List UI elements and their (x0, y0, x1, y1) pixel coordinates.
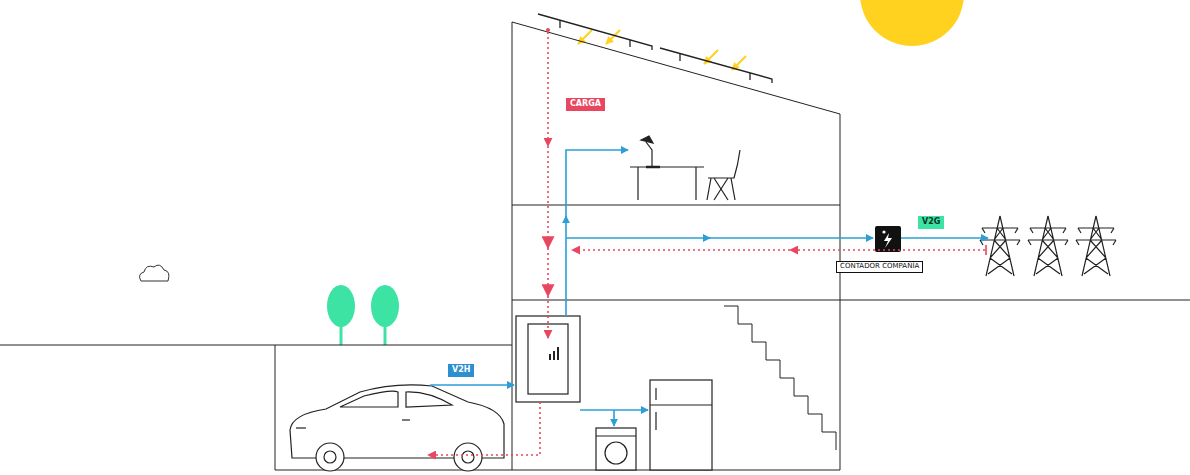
appliance (596, 435, 636, 436)
solar-panel (749, 73, 750, 80)
car (454, 443, 482, 471)
car (324, 451, 336, 463)
ground-line (0, 300, 1190, 345)
solar-panel (538, 14, 772, 83)
appliance (655, 412, 656, 430)
desk-lamp-chair (707, 178, 711, 200)
charger-box (557, 347, 559, 360)
ground-line (840, 300, 1190, 301)
charge-flow (428, 402, 540, 455)
desk-lamp-chair (731, 178, 735, 200)
discharge-flow (430, 384, 514, 386)
charge-flow (428, 28, 985, 455)
desk-lamp-chair (630, 166, 704, 167)
desk-lamp-chair (637, 167, 638, 200)
charge-flow (546, 28, 550, 32)
house-outline (512, 22, 840, 470)
illustration (980, 216, 1020, 276)
charge-flow (547, 296, 549, 338)
ground-line (0, 345, 275, 346)
tree (327, 285, 399, 345)
tag-text: V2G (922, 218, 940, 227)
flow-tag: V2G (918, 216, 944, 229)
discharge-flow (901, 237, 988, 239)
desk-lamp-chair (708, 150, 740, 178)
tag-text: CONTADOR COMPAÑÍA (840, 263, 919, 271)
flow-tag: V2H (448, 364, 474, 377)
discharge-flow (708, 237, 873, 239)
flow-tag: CARGA (566, 98, 605, 111)
charger-box (516, 316, 580, 402)
solar-panel (679, 54, 680, 61)
charge-flow (572, 249, 790, 251)
charge-flow (547, 248, 549, 296)
discharge-flow (430, 150, 988, 426)
desk-lamp-chair (695, 167, 696, 200)
house-outline (275, 345, 512, 470)
house-outline (275, 22, 840, 470)
car (462, 451, 474, 463)
appliance (605, 442, 627, 464)
desk-lamp-chair (714, 178, 728, 200)
meter (875, 226, 901, 252)
illustration (1028, 216, 1068, 276)
charge-flow (790, 249, 985, 251)
discharge-flow (566, 237, 710, 239)
tag-text: CARGA (570, 100, 601, 109)
desk-lamp-chair (646, 166, 660, 169)
appliance (596, 428, 636, 470)
cloud (140, 265, 169, 281)
solar-panel (660, 48, 772, 83)
meter-label: CONTADOR COMPAÑÍA (836, 261, 923, 273)
meter (884, 233, 892, 248)
car (406, 392, 452, 407)
meter (875, 226, 901, 252)
house-outline (512, 300, 840, 301)
appliance (655, 388, 656, 400)
desk-lamp-chair (714, 178, 728, 200)
illustration (1076, 216, 1116, 276)
stairs (724, 306, 836, 450)
house-outline (512, 205, 840, 206)
discharge-flow (566, 150, 628, 218)
car (296, 427, 306, 428)
discharge-flow (613, 410, 615, 426)
car (340, 391, 398, 407)
appliance (650, 380, 712, 470)
discharge-flow (565, 216, 567, 316)
desk-lamp-chair (641, 136, 653, 143)
tag-text: V2H (452, 366, 470, 375)
tree (371, 285, 399, 327)
charge-flow (547, 146, 549, 248)
solar-panel (559, 20, 560, 28)
charger-box (528, 324, 568, 394)
tree (327, 285, 355, 327)
solar-panel (629, 40, 630, 47)
car (290, 385, 504, 471)
charger-box (516, 316, 580, 402)
sun (860, 0, 964, 46)
house-outline (275, 470, 840, 471)
car (402, 419, 410, 420)
charge-flow (985, 245, 987, 255)
meter (882, 230, 885, 233)
sun-ray (578, 30, 592, 44)
charger-box (553, 351, 555, 360)
solar-panel (538, 14, 652, 50)
appliance (596, 380, 712, 470)
desk-lamp-chair (630, 136, 740, 200)
desk-lamp-chair (646, 142, 652, 166)
charger-box (549, 354, 551, 360)
appliance (650, 404, 712, 405)
charge-flow (547, 32, 549, 146)
car (316, 443, 344, 471)
